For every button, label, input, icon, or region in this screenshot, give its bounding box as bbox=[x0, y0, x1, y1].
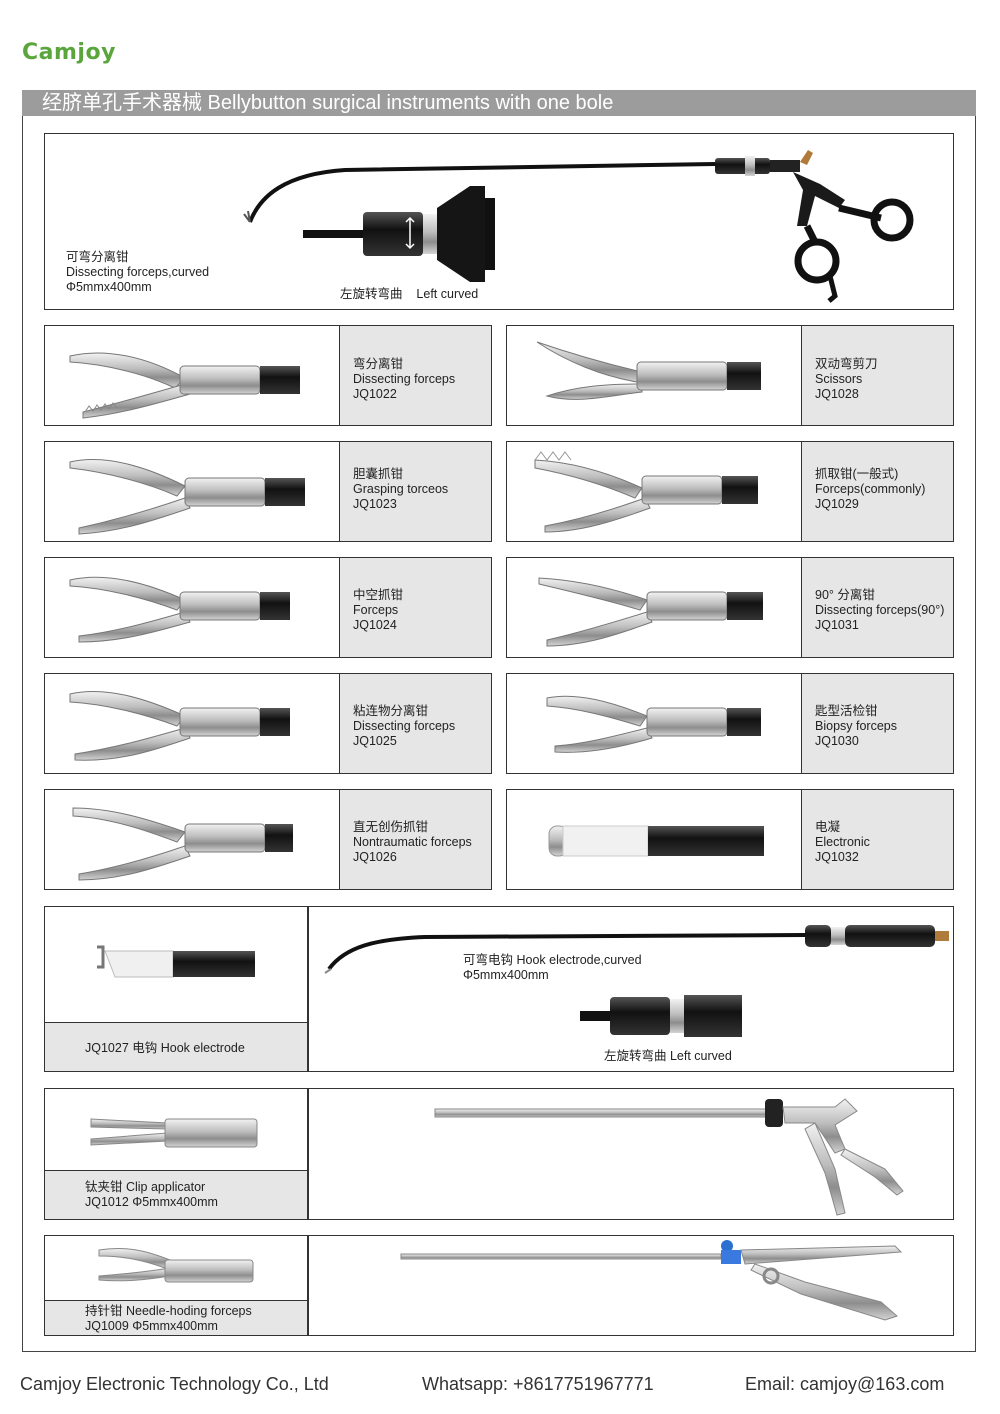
hook-divider bbox=[307, 907, 309, 1071]
footer-whatsapp[interactable]: Whatsapp: +8617751967771 bbox=[422, 1374, 654, 1394]
brand-logo: Camjoy bbox=[22, 40, 116, 65]
needle-holder-panel: 持针钳 Needle-hoding forceps JQ1009 Φ5mmx40… bbox=[44, 1235, 954, 1336]
product-card-jq1028: 双动弯剪刀 Scissors JQ1028 bbox=[506, 325, 954, 426]
jq1022-name-cn: 弯分离钳 bbox=[353, 357, 404, 371]
adhesion-dissecting-forceps-image bbox=[69, 691, 290, 761]
clip-applicator-panel: 钛夹钳 Clip applicator JQ1012 Φ5mmx400mm bbox=[44, 1088, 954, 1220]
jq1028-name-en: Scissors bbox=[815, 372, 863, 386]
jq1023-name-en: Grasping torceos bbox=[353, 482, 449, 496]
product-card-jq1022: 弯分离钳 Dissecting forceps JQ1022 bbox=[44, 325, 492, 426]
jq1030-name-cn: 匙型活检钳 bbox=[815, 704, 878, 718]
footer-company: Camjoy Electronic Technology Co., Ltd bbox=[20, 1374, 329, 1394]
jq1030-name-en: Biopsy forceps bbox=[815, 719, 897, 733]
grasping-forceps-image bbox=[69, 459, 305, 535]
hero-rotate-en: Left curved bbox=[416, 287, 479, 301]
hook-curved-label: 可弯电钩 Hook electrode,curved bbox=[463, 953, 642, 967]
hero-name-en: Dissecting forceps,curved bbox=[66, 265, 210, 279]
forceps-commonly-image bbox=[534, 451, 758, 533]
product-card-jq1032: 电凝 Electronic JQ1032 bbox=[506, 789, 954, 890]
jq1022-code: JQ1022 bbox=[353, 387, 397, 401]
jq1032-code: JQ1032 bbox=[815, 850, 859, 864]
jq1024-name-en: Forceps bbox=[353, 603, 399, 617]
jq1032-name-cn: 电凝 bbox=[815, 820, 841, 834]
jq1026-code: JQ1026 bbox=[353, 850, 397, 864]
jq1023-name-cn: 胆囊抓钳 bbox=[353, 467, 404, 481]
product-card-jq1030: 匙型活检钳 Biopsy forceps JQ1030 bbox=[506, 673, 954, 774]
jq1022-name-en: Dissecting forceps bbox=[353, 372, 456, 386]
jq1025-code: JQ1025 bbox=[353, 734, 397, 748]
needle-holder-name: 持针钳 Needle-hoding forceps bbox=[85, 1304, 252, 1318]
jq1031-name-en: Dissecting forceps(90°) bbox=[815, 603, 945, 617]
hook-electrode-panel: JQ1027 电钩 Hook electrode 可弯电钩 Hook elect… bbox=[44, 906, 954, 1072]
hollow-forceps-image bbox=[69, 576, 290, 643]
jq1024-name-cn: 中空抓钳 bbox=[353, 588, 404, 602]
dissecting-forceps-image bbox=[69, 352, 300, 419]
needle-holder-image bbox=[98, 1240, 903, 1321]
jq1026-name-en: Nontraumatic forceps bbox=[353, 835, 472, 849]
clip-divider bbox=[307, 1089, 309, 1219]
jq1028-name-cn: 双动弯剪刀 bbox=[815, 357, 878, 371]
product-card-jq1024: 中空抓钳 Forceps JQ1024 bbox=[44, 557, 492, 658]
clip-applicator-name: 钛夹钳 Clip applicator bbox=[85, 1180, 206, 1194]
electrocoagulation-tip-image bbox=[548, 825, 764, 857]
hook-electrode-image bbox=[97, 925, 949, 1037]
jq1025-name-en: Dissecting forceps bbox=[353, 719, 456, 733]
clip-applicator-code: JQ1012 Φ5mmx400mm bbox=[85, 1195, 218, 1209]
jq1030-code: JQ1030 bbox=[815, 734, 859, 748]
hero-size: Φ5mmx400mm bbox=[66, 280, 152, 294]
curved-dissecting-forceps-image bbox=[243, 150, 914, 303]
spoon-biopsy-forceps-image bbox=[546, 695, 761, 753]
hero-panel: 可弯分离钳 Dissecting forceps,curved Φ5mmx400… bbox=[44, 133, 954, 310]
jq1029-code: JQ1029 bbox=[815, 497, 859, 511]
page-title: 经脐单孔手术器械 Bellybutton surgical instrument… bbox=[22, 90, 976, 116]
hook-size: Φ5mmx400mm bbox=[463, 968, 549, 982]
scissors-image bbox=[536, 341, 761, 400]
ninety-degree-dissecting-forceps-image bbox=[538, 577, 763, 647]
jq1028-code: JQ1028 bbox=[815, 387, 859, 401]
jq1026-name-cn: 直无创伤抓钳 bbox=[353, 820, 429, 834]
jq1024-code: JQ1024 bbox=[353, 618, 397, 632]
jq1032-name-en: Electronic bbox=[815, 835, 870, 849]
product-card-jq1026: 直无创伤抓钳 Nontraumatic forceps JQ1026 bbox=[44, 789, 492, 890]
needle-holder-code: JQ1009 Φ5mmx400mm bbox=[85, 1319, 218, 1333]
jq1023-code: JQ1023 bbox=[353, 497, 397, 511]
hook-electrode-caption: JQ1027 电钩 Hook electrode bbox=[85, 1041, 245, 1055]
jq1029-name-cn: 抓取钳(一般式) bbox=[815, 467, 899, 481]
jq1025-name-cn: 粘连物分离钳 bbox=[353, 704, 429, 718]
footer-email[interactable]: Email: camjoy@163.com bbox=[745, 1374, 945, 1394]
jq1031-code: JQ1031 bbox=[815, 618, 859, 632]
hero-name-cn: 可弯分离钳 bbox=[66, 250, 129, 264]
jq1029-name-en: Forceps(commonly) bbox=[815, 482, 926, 496]
product-card-jq1023: 胆囊抓钳 Grasping torceos JQ1023 bbox=[44, 441, 492, 542]
nontraumatic-forceps-image bbox=[72, 807, 293, 881]
hero-rotate-cn: 左旋转弯曲 bbox=[340, 287, 403, 301]
hook-rotate-label: 左旋转弯曲 Left curved bbox=[604, 1049, 732, 1063]
product-card-jq1025: 粘连物分离钳 Dissecting forceps JQ1025 bbox=[44, 673, 492, 774]
product-card-jq1031: 90° 分离钳 Dissecting forceps(90°) JQ1031 bbox=[506, 557, 954, 658]
needle-divider bbox=[307, 1236, 309, 1335]
jq1031-name-cn: 90° 分离钳 bbox=[815, 588, 875, 602]
product-card-jq1029: 抓取钳(一般式) Forceps(commonly) JQ1029 bbox=[506, 441, 954, 542]
clip-applicator-image bbox=[90, 1098, 904, 1216]
